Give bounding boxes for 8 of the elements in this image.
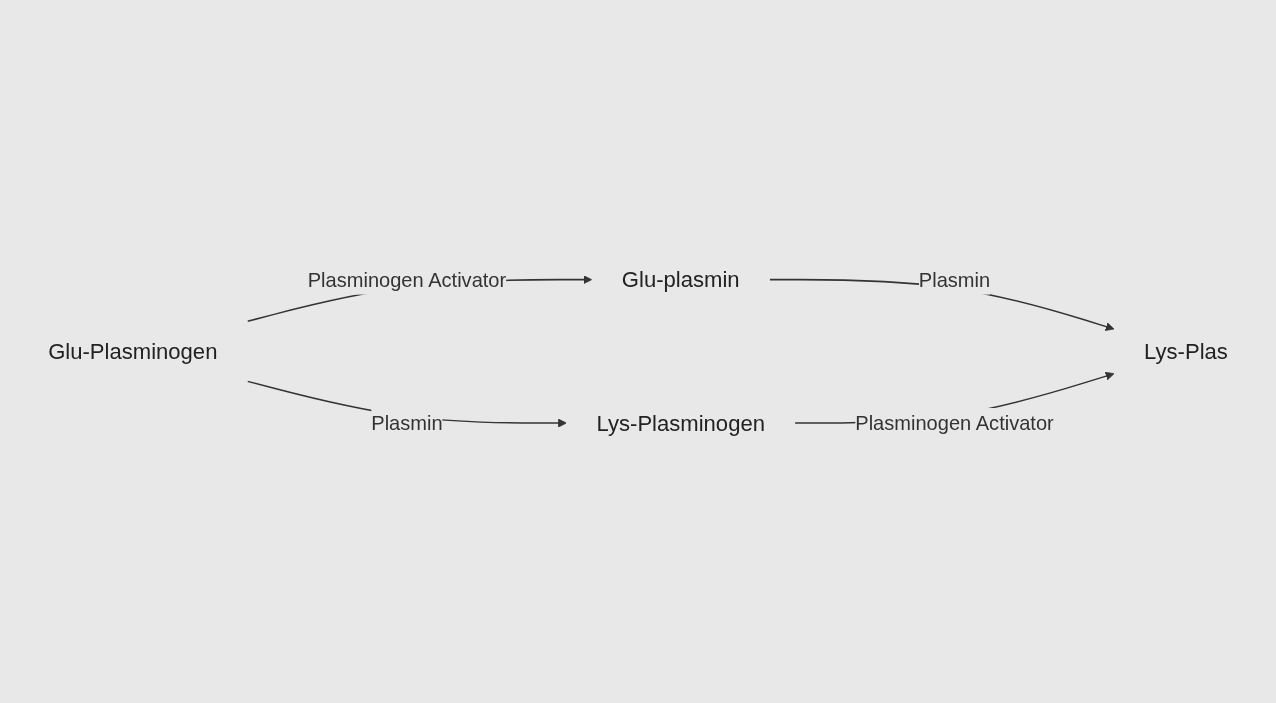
- node-text: Glu-plasmin: [621, 267, 740, 293]
- edge-label: Plasmin: [918, 268, 991, 291]
- edge-label: Plasminogen Activator: [307, 268, 507, 291]
- node-text: Glu-Plasminogen: [48, 338, 218, 365]
- node-text: Lys-Plas: [1144, 338, 1228, 365]
- edge-label: Plasmin: [371, 412, 443, 435]
- node-text: Lys-Plasminogen: [596, 410, 765, 436]
- edge-label: Plasminogen Activator: [855, 412, 1054, 435]
